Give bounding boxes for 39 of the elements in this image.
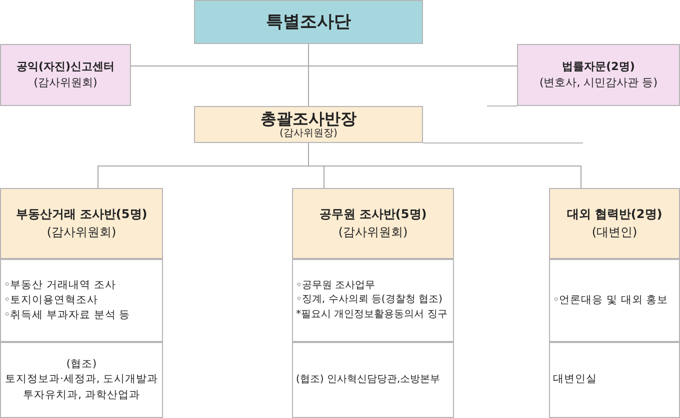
- cooperation-cell: [292, 342, 454, 418]
- org-box: [0, 44, 131, 106]
- team-title: 대외 협력반(2명): [566, 206, 662, 224]
- duty-item: ◦언론대응 및 대외 홍보: [553, 292, 668, 308]
- team-header-box: [0, 188, 163, 259]
- box-title: 법률자문(2명): [562, 59, 635, 75]
- team-title: 공무원 조사반(5명): [319, 206, 427, 224]
- duty-item: ◦취득세 부과자료 분석 등: [4, 308, 130, 324]
- team-subtitle: (감사위원회): [338, 224, 408, 240]
- duty-item: ◦부동산 거래내역 조사: [4, 278, 116, 293]
- duties-cell: [0, 259, 163, 342]
- cooperation-cell: [549, 342, 680, 418]
- org-box: [194, 0, 423, 44]
- cooperation-note: 토지정보과·세정과, 도시개발과 투자유치과, 과학산업과: [4, 372, 159, 403]
- duty-item: ◦공무원 조사업무: [296, 278, 376, 293]
- connector-line: [308, 44, 518, 66]
- cooperation-note: (협조): [66, 357, 97, 372]
- duties-cell: [549, 259, 680, 342]
- team-header-box: [549, 188, 680, 259]
- team-header-box: [292, 188, 454, 259]
- cooperation-note: (협조) 인사혁신담당관,소방본부: [296, 372, 440, 387]
- org-box: [517, 44, 680, 106]
- box-title: 특별조사단: [266, 10, 351, 34]
- box-subtitle: (감사위원장): [280, 128, 338, 140]
- box-title: 총괄조사반장: [260, 108, 356, 128]
- connector-line: [308, 142, 582, 188]
- box-title: 공익(자진)신고센터: [16, 59, 115, 75]
- duty-item: *필요시 개인정보활용동의서 징구: [296, 308, 448, 322]
- org-box: [194, 106, 423, 143]
- team-title: 부동산거래 조사반(5명): [16, 206, 148, 224]
- duty-item: ◦징계, 수사의뢰 등(경찰청 협조): [296, 293, 442, 308]
- duty-item: ◦토지이용연혁조사: [4, 292, 98, 308]
- cooperation-note: 대변인실: [553, 372, 597, 388]
- box-subtitle: (감사위원회): [34, 75, 98, 91]
- team-subtitle: (감사위원회): [46, 224, 116, 240]
- team-subtitle: (대변인): [592, 224, 638, 240]
- duties-cell: [292, 259, 454, 342]
- box-subtitle: (변호사, 시민감사관 등): [539, 75, 658, 91]
- cooperation-cell: [0, 342, 163, 418]
